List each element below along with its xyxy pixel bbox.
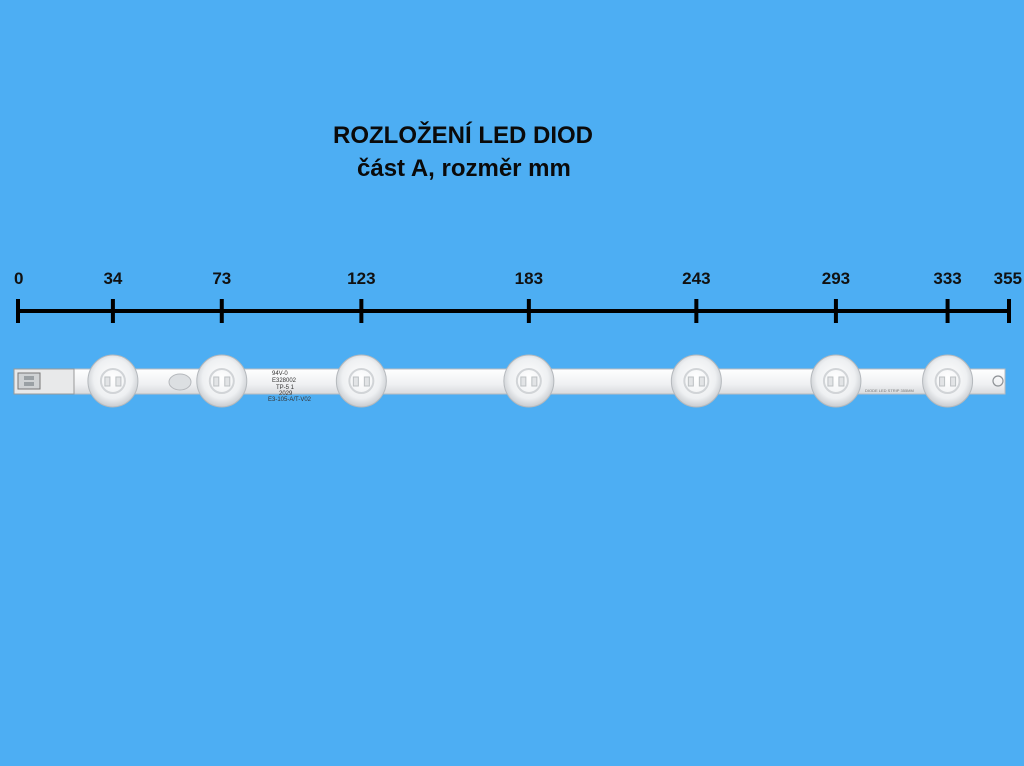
scale-tick-label: 183 [515,269,543,288]
led-lens-pin [213,376,220,387]
led-diode [87,354,139,408]
strip-mount-hole [168,373,192,391]
led-layout-diagram: 0 34 73 123 183 243 293 333 355 94V-0 E328002 TP… [13,269,1022,408]
led-lens [670,354,722,408]
led-lens-pin [352,376,359,387]
led-lens [87,354,139,408]
led-lens-pin [939,376,946,387]
strip-marking: 94V-0 [272,371,288,377]
led-lens [503,354,555,408]
diagram-subtitle: část A, rozměr mm [357,155,571,182]
led-lens-pin [224,376,231,387]
connector-pin [24,376,34,380]
scale-tick-label: 355 [994,269,1022,288]
scale-tick-label: 243 [682,269,710,288]
scale-tick-label: 34 [103,269,122,288]
led-lens-pin [115,376,122,387]
led-strip: 94V-0 E328002 TP-5 1 2029 E3-105-A/T-V02… [13,354,1006,408]
led-lens-pin [950,376,957,387]
led-lens [810,354,862,408]
led-lens-ring [99,368,126,394]
scale-tick-label: 333 [933,269,961,288]
scale-tick-label: 123 [347,269,375,288]
led-lens-ring [934,368,961,394]
led-lens [335,354,387,408]
scale-tick-label: 293 [822,269,850,288]
strip-marking: 2029 [279,391,293,397]
connector-socket [17,372,41,390]
led-lens-ring [822,368,849,394]
scale-tick-label: 73 [212,269,231,288]
connector-pin [24,382,34,386]
scale-tick-label: 0 [14,269,23,288]
led-lens-ring [515,368,542,394]
led-lens-pin [104,376,111,387]
led-lens-pin [827,376,834,387]
led-lens-pin [363,376,370,387]
led-lens-pin [531,376,538,387]
led-diode [922,354,974,408]
led-lens [196,354,248,408]
led-diode [810,354,862,408]
led-diode [503,354,555,408]
strip-marking: TP-5 1 [276,385,295,391]
led-diode [196,354,248,408]
led-lens-ring [683,368,710,394]
led-diode [670,354,722,408]
diagram-title: ROZLOŽENÍ LED DIOD [333,122,593,149]
measurement-scale: 0 34 73 123 183 243 293 333 355 [14,269,1022,323]
led-lens-ring [348,368,375,394]
strip-marking: E328002 [272,378,297,384]
led-lens [922,354,974,408]
strip-label: 94V-0 E328002 TP-5 1 2029 E3-105-A/T-V02… [268,371,914,403]
led-lens-ring [208,368,235,394]
strip-screw-hole [992,375,1004,387]
strip-marking: E3-105-A/T-V02 [268,397,312,403]
led-lens-pin [687,376,694,387]
led-diode [335,354,387,408]
led-lens-pin [520,376,527,387]
led-lens-pin [698,376,705,387]
led-lens-pin [838,376,845,387]
strip-marking: DIODE LED STRIP 355MM [865,388,914,393]
